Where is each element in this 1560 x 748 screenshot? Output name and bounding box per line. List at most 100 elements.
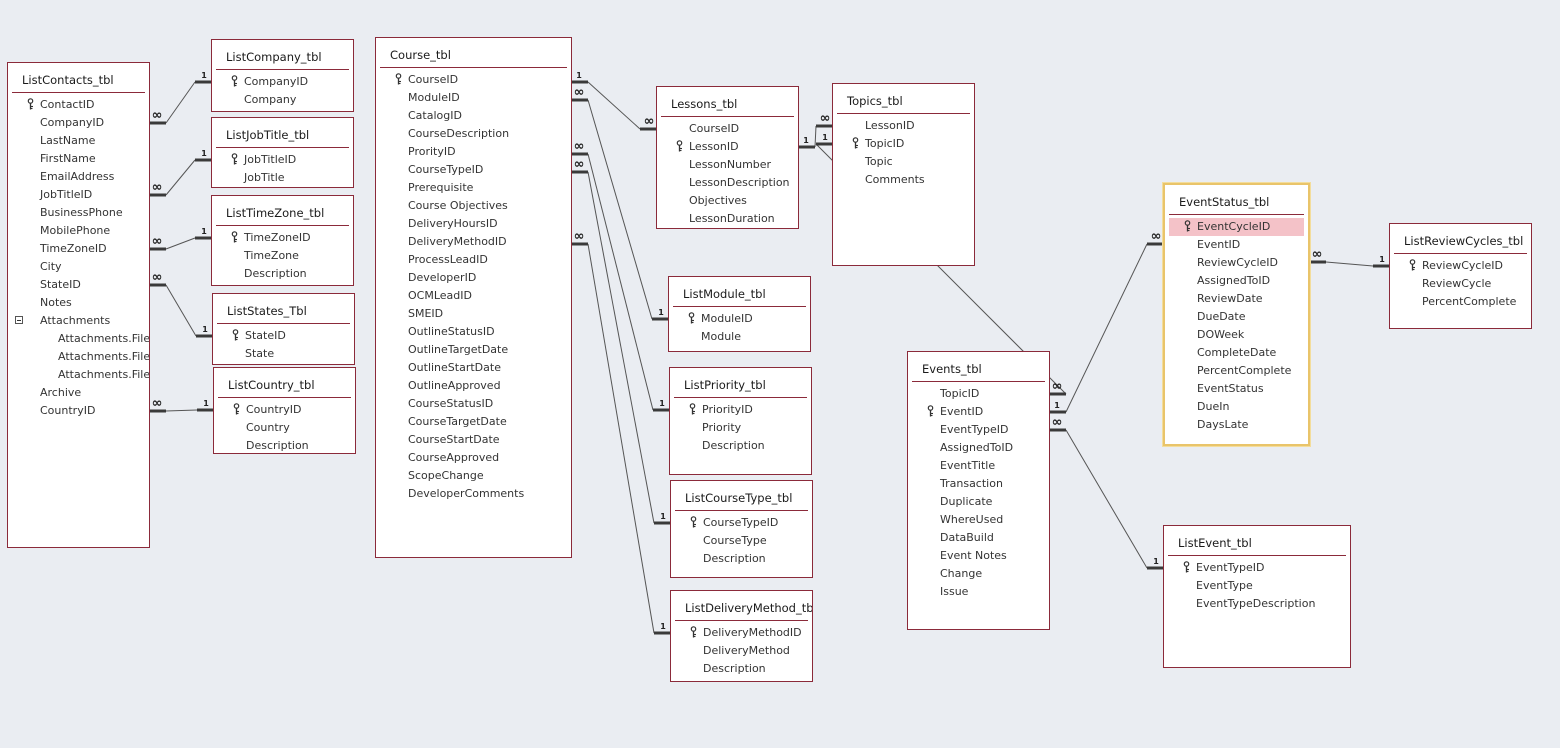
field-row[interactable]: DueIn <box>1165 398 1308 416</box>
relationship-line[interactable] <box>587 153 654 411</box>
field-row[interactable]: Transaction <box>908 475 1049 493</box>
field-row[interactable]: StateID <box>213 327 354 345</box>
relationship-line[interactable] <box>587 171 655 524</box>
field-row[interactable]: ContactID <box>8 96 149 114</box>
field-row[interactable]: Issue <box>908 583 1049 601</box>
field-row[interactable]: Archive <box>8 384 149 402</box>
field-row[interactable]: MobilePhone <box>8 222 149 240</box>
field-row[interactable]: ProrityID <box>376 143 571 161</box>
field-row[interactable]: Course Objectives <box>376 197 571 215</box>
field-row[interactable]: JobTitleID <box>8 186 149 204</box>
field-row[interactable]: Event Notes <box>908 547 1049 565</box>
field-row[interactable]: CompanyID <box>212 73 353 91</box>
relationship-line[interactable] <box>165 81 196 124</box>
field-row[interactable]: PriorityID <box>670 401 811 419</box>
field-row[interactable]: DataBuild <box>908 529 1049 547</box>
field-row[interactable]: CourseApproved <box>376 449 571 467</box>
field-row[interactable]: EventType <box>1164 577 1350 595</box>
field-row[interactable]: OutlineApproved <box>376 377 571 395</box>
field-row[interactable]: OutlineTargetDate <box>376 341 571 359</box>
field-row[interactable]: CourseTypeID <box>671 514 812 532</box>
relationship-line[interactable] <box>1325 261 1374 267</box>
field-row[interactable]: Objectives <box>657 192 798 210</box>
field-row[interactable]: Description <box>671 660 812 678</box>
table-title[interactable]: Events_tbl <box>912 362 1045 382</box>
field-row[interactable]: Comments <box>833 171 974 189</box>
field-row[interactable]: JobTitleID <box>212 151 353 169</box>
field-row[interactable]: Notes <box>8 294 149 312</box>
table-title[interactable]: ListTimeZone_tbl <box>216 206 349 226</box>
field-row[interactable]: Description <box>212 265 353 283</box>
relationship-line[interactable] <box>587 81 641 130</box>
field-row[interactable]: AssignedToID <box>908 439 1049 457</box>
table-title[interactable]: ListStates_Tbl <box>217 304 350 324</box>
field-row[interactable]: OutlineStatusID <box>376 323 571 341</box>
table-title[interactable]: ListJobTitle_tbl <box>216 128 349 148</box>
relationship-line[interactable] <box>165 159 196 196</box>
field-row[interactable]: AssignedToID <box>1165 272 1308 290</box>
table-title[interactable]: Course_tbl <box>380 48 567 68</box>
field-row[interactable]: LessonDescription <box>657 174 798 192</box>
field-row[interactable]: WhereUsed <box>908 511 1049 529</box>
relationship-line[interactable] <box>1065 429 1148 569</box>
field-row[interactable]: EventStatus <box>1165 380 1308 398</box>
field-row[interactable]: Description <box>671 550 812 568</box>
table-title[interactable]: ListContacts_tbl <box>12 73 145 93</box>
field-row[interactable]: TimeZoneID <box>8 240 149 258</box>
field-row[interactable]: EventTypeID <box>908 421 1049 439</box>
field-row[interactable]: OCMLeadID <box>376 287 571 305</box>
field-row[interactable]: CompanyID <box>8 114 149 132</box>
field-row[interactable]: Attachments.FileI <box>8 330 149 348</box>
field-row[interactable]: ProcessLeadID <box>376 251 571 269</box>
field-row[interactable]: StateID <box>8 276 149 294</box>
field-row[interactable]: TimeZone <box>212 247 353 265</box>
table-title[interactable]: ListDeliveryMethod_tbl <box>675 601 812 621</box>
field-row[interactable]: EventTypeDescription <box>1164 595 1350 613</box>
field-row[interactable]: State <box>213 345 354 363</box>
field-row[interactable]: OutlineStartDate <box>376 359 571 377</box>
table-title[interactable]: EventStatus_tbl <box>1169 195 1304 215</box>
field-row[interactable]: ReviewCycle <box>1390 275 1531 293</box>
field-row[interactable]: DeliveryHoursID <box>376 215 571 233</box>
field-row[interactable]: DaysLate <box>1165 416 1308 434</box>
relationship-line[interactable] <box>165 409 198 412</box>
field-row[interactable]: LessonDuration <box>657 210 798 228</box>
field-row[interactable]: TimeZoneID <box>212 229 353 247</box>
field-row[interactable]: DueDate <box>1165 308 1308 326</box>
field-row[interactable]: Module <box>669 328 810 346</box>
field-row[interactable]: City <box>8 258 149 276</box>
field-row[interactable]: DeliveryMethod <box>671 642 812 660</box>
field-row[interactable]: LessonID <box>833 117 974 135</box>
field-row[interactable]: PercentComplete <box>1165 362 1308 380</box>
field-row[interactable]: Country <box>214 419 355 437</box>
table-title[interactable]: ListReviewCycles_tbl <box>1394 234 1527 254</box>
relationship-line[interactable] <box>814 125 817 148</box>
field-row[interactable]: EmailAddress <box>8 168 149 186</box>
relationship-line[interactable] <box>587 99 653 320</box>
field-row[interactable]: ScopeChange <box>376 467 571 485</box>
field-row[interactable]: Attachments.File` <box>8 366 149 384</box>
field-row[interactable]: CourseID <box>657 120 798 138</box>
field-row[interactable]: LessonNumber <box>657 156 798 174</box>
field-row[interactable]: EventID <box>1165 236 1308 254</box>
field-row[interactable]: BusinessPhone <box>8 204 149 222</box>
field-row[interactable]: PercentComplete <box>1390 293 1531 311</box>
field-row[interactable]: ReviewCycleID <box>1165 254 1308 272</box>
table-title[interactable]: ListCompany_tbl <box>216 50 349 70</box>
relationship-line[interactable] <box>165 284 197 337</box>
relationship-line[interactable] <box>587 243 655 634</box>
field-row[interactable]: Prerequisite <box>376 179 571 197</box>
table-title[interactable]: ListModule_tbl <box>673 287 806 307</box>
field-row[interactable]: JobTitle <box>212 169 353 187</box>
field-row[interactable]: Description <box>670 437 811 455</box>
field-row[interactable]: Company <box>212 91 353 109</box>
minus-box-icon[interactable] <box>15 316 23 324</box>
